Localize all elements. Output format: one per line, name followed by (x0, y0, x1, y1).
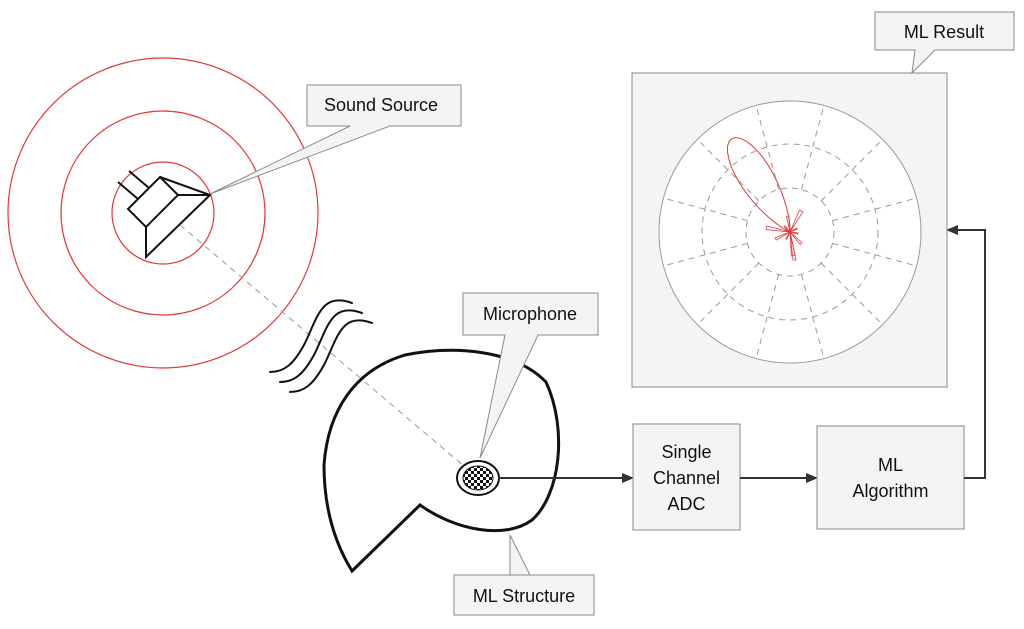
polar-minor-lobe (789, 209, 804, 233)
adc-label-line2: Channel (653, 468, 720, 488)
adc-label-line3: ADC (667, 494, 705, 514)
polar-spoke (663, 197, 748, 222)
polar-minor-lobe (786, 215, 791, 233)
polar-spoke (820, 262, 883, 325)
polar-minor-lobe (789, 227, 798, 233)
polar-spoke (755, 274, 780, 359)
adc-box: Single Channel ADC (632, 423, 741, 531)
polar-spoke (697, 139, 760, 202)
polar-spoke (832, 242, 917, 267)
polar-minor-lobe (789, 231, 797, 261)
ml-structure-label: ML Structure (473, 586, 575, 606)
polar-minor-lobe (785, 231, 791, 240)
arrow-algorithm-to-result (946, 225, 986, 479)
ml-result-panel (631, 72, 948, 388)
callout-sound-source: Sound Source (209, 84, 462, 195)
speaker-icon (117, 170, 212, 260)
polar-spoke (697, 262, 760, 325)
callout-ml-structure: ML Structure (453, 534, 595, 616)
microphone-icon (456, 460, 500, 496)
ml-structure-shape (322, 348, 561, 574)
polar-spoke (755, 105, 780, 190)
algorithm-label-line2: Algorithm (852, 481, 928, 501)
polar-grid (663, 105, 917, 359)
ring-middle (60, 110, 266, 316)
algorithm-label-line1: ML (878, 455, 903, 475)
polar-minor-lobe (789, 231, 799, 235)
polar-spoke (663, 242, 748, 267)
polar-spoke (800, 105, 825, 190)
polar-spoke (800, 274, 825, 359)
polar-minor-lobe (789, 231, 803, 245)
ring-inner (111, 161, 215, 265)
microphone-label: Microphone (483, 304, 577, 324)
polar-minor-lobe (774, 231, 791, 241)
polar-spoke (820, 139, 883, 202)
callout-ml-result: ML Result (874, 11, 1015, 75)
ring-outer (7, 57, 319, 369)
ml-result-label: ML Result (904, 22, 984, 42)
polar-minor-lobe (783, 225, 791, 233)
polar-spoke (832, 197, 917, 222)
polar-minor-lobe (765, 225, 791, 233)
sound-wave-icon (269, 299, 373, 393)
adc-label-line1: Single (661, 442, 711, 462)
ml-algorithm-box: ML Algorithm (816, 425, 965, 530)
sound-source-rings (7, 57, 319, 369)
callout-microphone: Microphone (462, 292, 599, 459)
polar-minor-lobes (765, 209, 804, 261)
sound-source-label: Sound Source (324, 95, 438, 115)
